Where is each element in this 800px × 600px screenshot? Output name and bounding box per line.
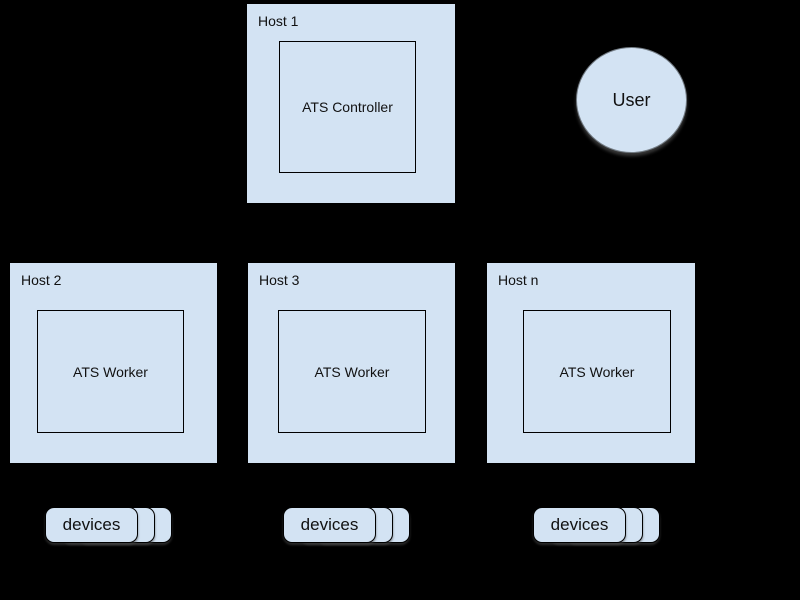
host2-label: Host 2: [21, 272, 62, 288]
devices-stack-2-front-card: devices: [283, 507, 376, 543]
ats-worker-box-2: ATS Worker: [278, 310, 426, 433]
hostn-label: Host n: [498, 272, 539, 288]
ats-worker-box-1: ATS Worker: [37, 310, 184, 433]
ats-controller-label: ATS Controller: [302, 99, 393, 115]
ats-worker-label-2: ATS Worker: [314, 363, 390, 380]
host2-box: Host 2 ATS Worker: [10, 263, 217, 463]
user-label: User: [612, 89, 651, 110]
devices-stack-1-front-card: devices: [45, 507, 138, 543]
user-node: User: [576, 47, 687, 153]
devices-stack-1: devices: [45, 507, 173, 544]
ats-worker-box-n: ATS Worker: [523, 310, 671, 433]
host1-label: Host 1: [258, 13, 299, 29]
devices-label-1: devices: [62, 515, 121, 534]
host3-box: Host 3 ATS Worker: [248, 263, 455, 463]
devices-stack-3-front-card: devices: [533, 507, 626, 543]
devices-label-3: devices: [550, 515, 609, 534]
host3-label: Host 3: [259, 272, 300, 288]
hostn-box: Host n ATS Worker: [487, 263, 695, 463]
devices-label-2: devices: [300, 515, 359, 534]
ats-controller-box: ATS Controller: [279, 41, 416, 173]
devices-stack-2: devices: [283, 507, 411, 544]
ats-worker-label-1: ATS Worker: [73, 363, 148, 380]
ats-worker-label-n: ATS Worker: [559, 363, 635, 380]
devices-stack-3: devices: [533, 507, 661, 544]
host1-box: Host 1 ATS Controller: [247, 4, 455, 203]
